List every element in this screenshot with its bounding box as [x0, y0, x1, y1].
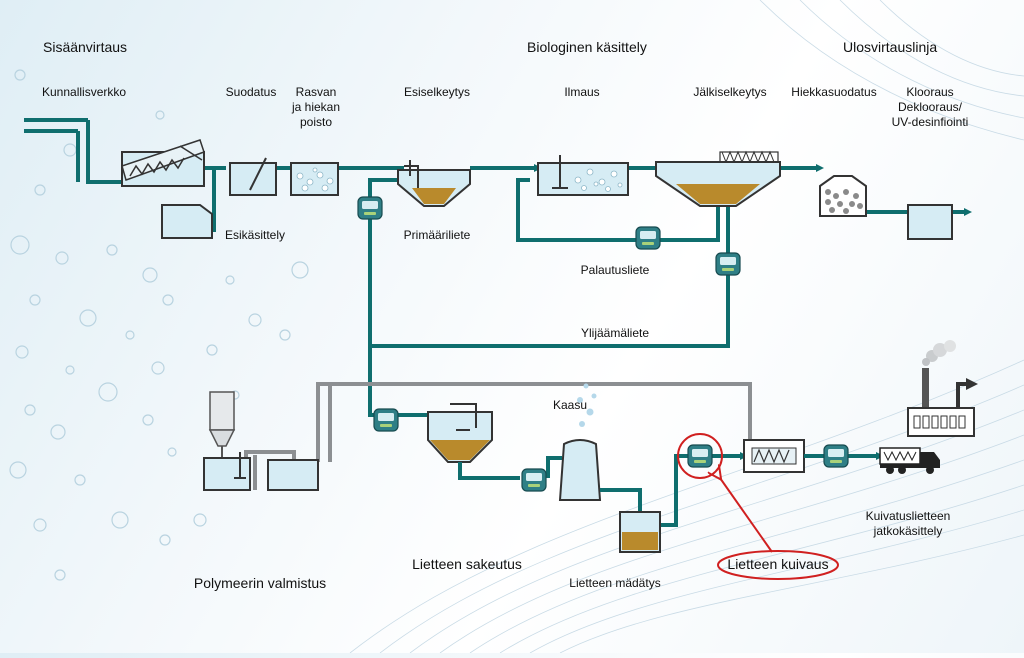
- label-municipal-network: Kunnallisverkko: [42, 85, 127, 99]
- truck-icon: [879, 447, 940, 474]
- label-grease-sand-removal: Rasvan ja hiekan poisto: [291, 85, 341, 129]
- grease-sand-tank: [290, 162, 339, 196]
- label-return-sludge: Palautusliete: [580, 263, 650, 277]
- polymer-storage-tank: [267, 459, 319, 491]
- primary-clarifier: [397, 160, 471, 207]
- label-secondary-clarification: Jälkiselkeytys: [693, 85, 767, 99]
- label-primary-sludge: Primääriliete: [403, 228, 471, 242]
- flow-meter-icon: [823, 444, 849, 468]
- disinfection-tank: [907, 204, 953, 240]
- label-gas: Kaasu: [552, 398, 588, 412]
- flow-meter-icon: [687, 444, 713, 468]
- label-sludge-digestion: Lietteen mädätys: [569, 576, 661, 590]
- background-waves: [349, 0, 1024, 654]
- header-biological: Biologinen käsittely: [527, 39, 647, 55]
- header-inflow: Sisäänvirtaus: [43, 39, 128, 55]
- factory-icon: [907, 340, 978, 437]
- drying-highlight: [677, 433, 839, 580]
- secondary-clarifier: [655, 150, 781, 207]
- label-polymer-preparation: Polymeerin valmistus: [193, 575, 327, 591]
- label-aeration: Ilmaus: [564, 85, 600, 99]
- label-pretreatment: Esikäsittely: [225, 228, 286, 242]
- flow-meter-icon: [521, 468, 547, 492]
- polymer-mix-tank: [203, 452, 251, 491]
- label-excess-sludge: Ylijäämäliete: [580, 326, 650, 340]
- thickener-pipes: [458, 456, 562, 480]
- label-screening: Suodatus: [225, 85, 277, 99]
- digested-sludge-tank: [619, 511, 661, 553]
- background-water-drops: [9, 69, 309, 581]
- flow-meter-icon: [715, 252, 741, 276]
- sludge-dryer: [743, 439, 805, 473]
- label-sludge-drying: Lietteen kuivaus: [727, 556, 829, 572]
- pretreatment-container: [161, 204, 213, 239]
- flow-meter-icon: [373, 408, 399, 432]
- sludge-thickener: [427, 403, 493, 463]
- screening-tank: [229, 157, 277, 196]
- sludge-digester: [558, 383, 602, 501]
- label-sand-filtration: Hiekkasuodatus: [791, 85, 877, 99]
- flow-meter-icon: [635, 226, 661, 250]
- polymer-silo: [208, 391, 236, 462]
- sand-filter: [819, 175, 867, 217]
- label-sludge-thickening: Lietteen sakeutus: [412, 556, 522, 572]
- header-outflow: Ulosvirtauslinja: [843, 39, 938, 55]
- screening-unit: [121, 139, 205, 187]
- label-disinfection: Klooraus Deklooraus/ UV-desinfiointi: [891, 85, 969, 129]
- water-line-pipes: [24, 118, 972, 417]
- label-primary-clarification: Esiselkeytys: [403, 85, 471, 99]
- flow-meter-icon: [357, 196, 383, 220]
- label-dried-sludge-post-treatment: Kuivatuslietteen jatkokäsittely: [865, 509, 951, 538]
- aeration-tank: [537, 155, 629, 196]
